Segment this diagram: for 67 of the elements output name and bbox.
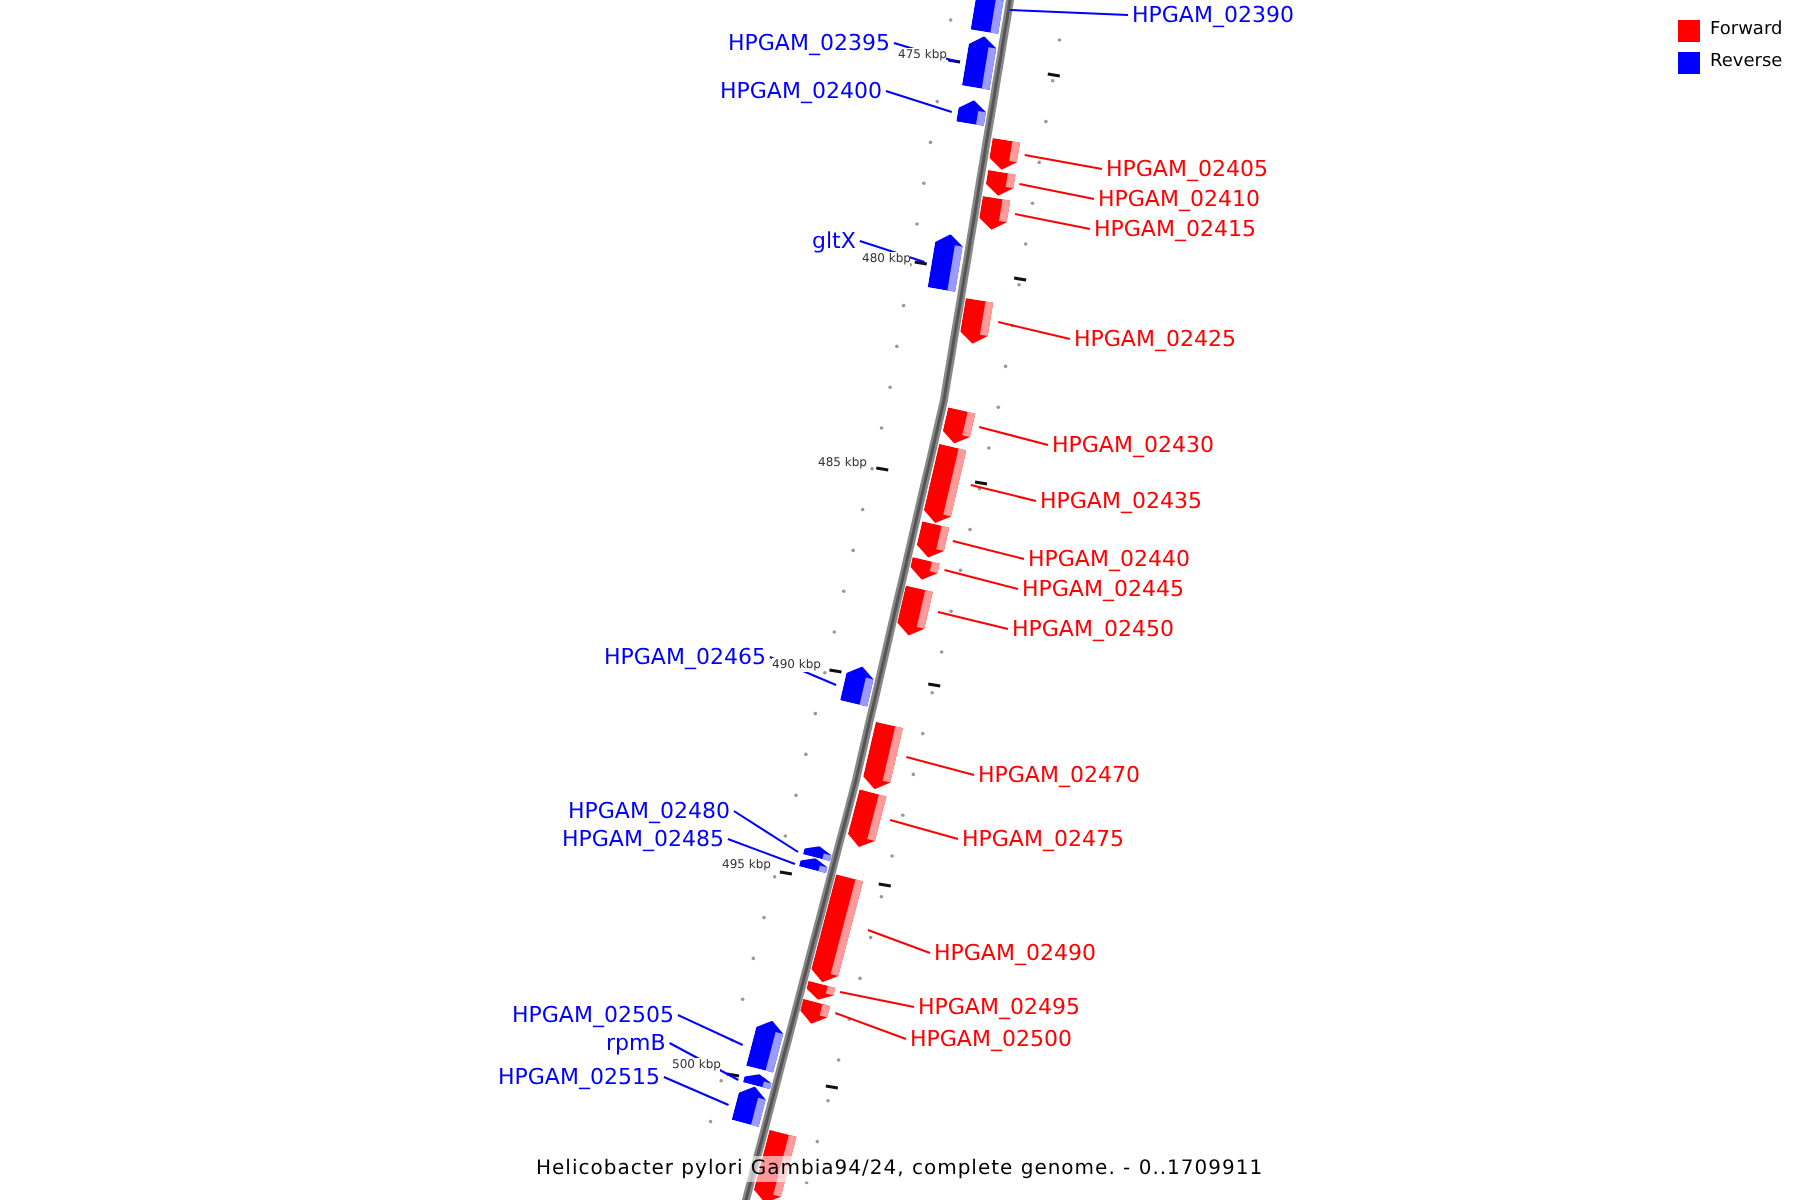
gene-label: HPGAM_02410 [1098, 186, 1260, 212]
gene-feature [955, 100, 986, 127]
gene-feature [961, 298, 995, 344]
gene-label: HPGAM_02430 [1052, 432, 1214, 458]
leader-line [943, 569, 1019, 590]
gene-feature [840, 666, 874, 707]
legend-label: Forward [1710, 18, 1783, 44]
gene-feature [801, 998, 832, 1024]
gene-feature [942, 407, 976, 444]
gene-feature [985, 169, 1016, 196]
gene-label: gltX [812, 228, 856, 254]
leader-line [978, 426, 1049, 446]
gene-label: HPGAM_02495 [918, 994, 1080, 1020]
gene-feature [911, 557, 941, 580]
gene-label: HPGAM_02500 [910, 1026, 1072, 1052]
gene-label: HPGAM_02425 [1074, 326, 1236, 352]
leader-line [839, 991, 915, 1008]
gene-label: HPGAM_02465 [604, 644, 766, 670]
gene-feature [979, 195, 1012, 230]
gene-feature [898, 585, 934, 636]
gene-label: HPGAM_02400 [720, 78, 882, 104]
gene-feature [812, 874, 864, 983]
gene-feature [742, 1074, 771, 1090]
leader-line [732, 810, 800, 853]
gene-label: HPGAM_02445 [1022, 576, 1184, 602]
gene-label: HPGAM_02440 [1028, 546, 1190, 572]
leader-line [905, 756, 975, 776]
gene-label: HPGAM_02470 [978, 762, 1140, 788]
gene-label: HPGAM_02415 [1094, 216, 1256, 242]
leader-line [1023, 154, 1103, 170]
leader-line [662, 1076, 730, 1106]
gene-label: HPGAM_02405 [1106, 156, 1268, 182]
leader-line [834, 1012, 907, 1040]
gene-feature [970, 0, 1005, 34]
leader-line [1014, 213, 1091, 230]
leader-line [969, 484, 1037, 502]
gene-label: HPGAM_02435 [1040, 488, 1202, 514]
leader-line [889, 819, 959, 840]
gene-feature [862, 721, 903, 790]
leader-line [951, 540, 1025, 560]
leader-line [1018, 183, 1095, 200]
caption: Helicobacter pylori Gambia94/24, complete genome. - 0..1709911 [536, 1156, 1264, 1182]
gene-label: HPGAM_02475 [962, 826, 1124, 852]
gene-feature [928, 234, 964, 292]
leader-line [1008, 9, 1129, 16]
gene-label: HPGAM_02450 [1012, 616, 1174, 642]
gene-feature [916, 521, 949, 558]
leader-line [884, 90, 953, 113]
gene-feature [806, 980, 837, 1000]
gene-label: HPGAM_02480 [568, 798, 730, 824]
gene-label: HPGAM_02485 [562, 826, 724, 852]
legend-label: Reverse [1710, 50, 1783, 76]
gene-label: HPGAM_02395 [728, 30, 890, 56]
leader-line [866, 929, 931, 954]
gene-feature [847, 789, 887, 848]
gene-feature [989, 137, 1021, 170]
leader-line [676, 1014, 744, 1046]
gene-feature [798, 858, 828, 874]
gene-label: HPGAM_02490 [934, 940, 1096, 966]
gene-label: HPGAM_02515 [498, 1064, 660, 1090]
gene-label: HPGAM_02505 [512, 1002, 674, 1028]
gene-label: rpmB [606, 1030, 666, 1056]
leader-line [997, 321, 1071, 340]
leader-line [936, 611, 1009, 630]
leader-line [726, 838, 796, 865]
gene-label: HPGAM_02390 [1132, 2, 1294, 28]
gene-feature [961, 36, 997, 90]
